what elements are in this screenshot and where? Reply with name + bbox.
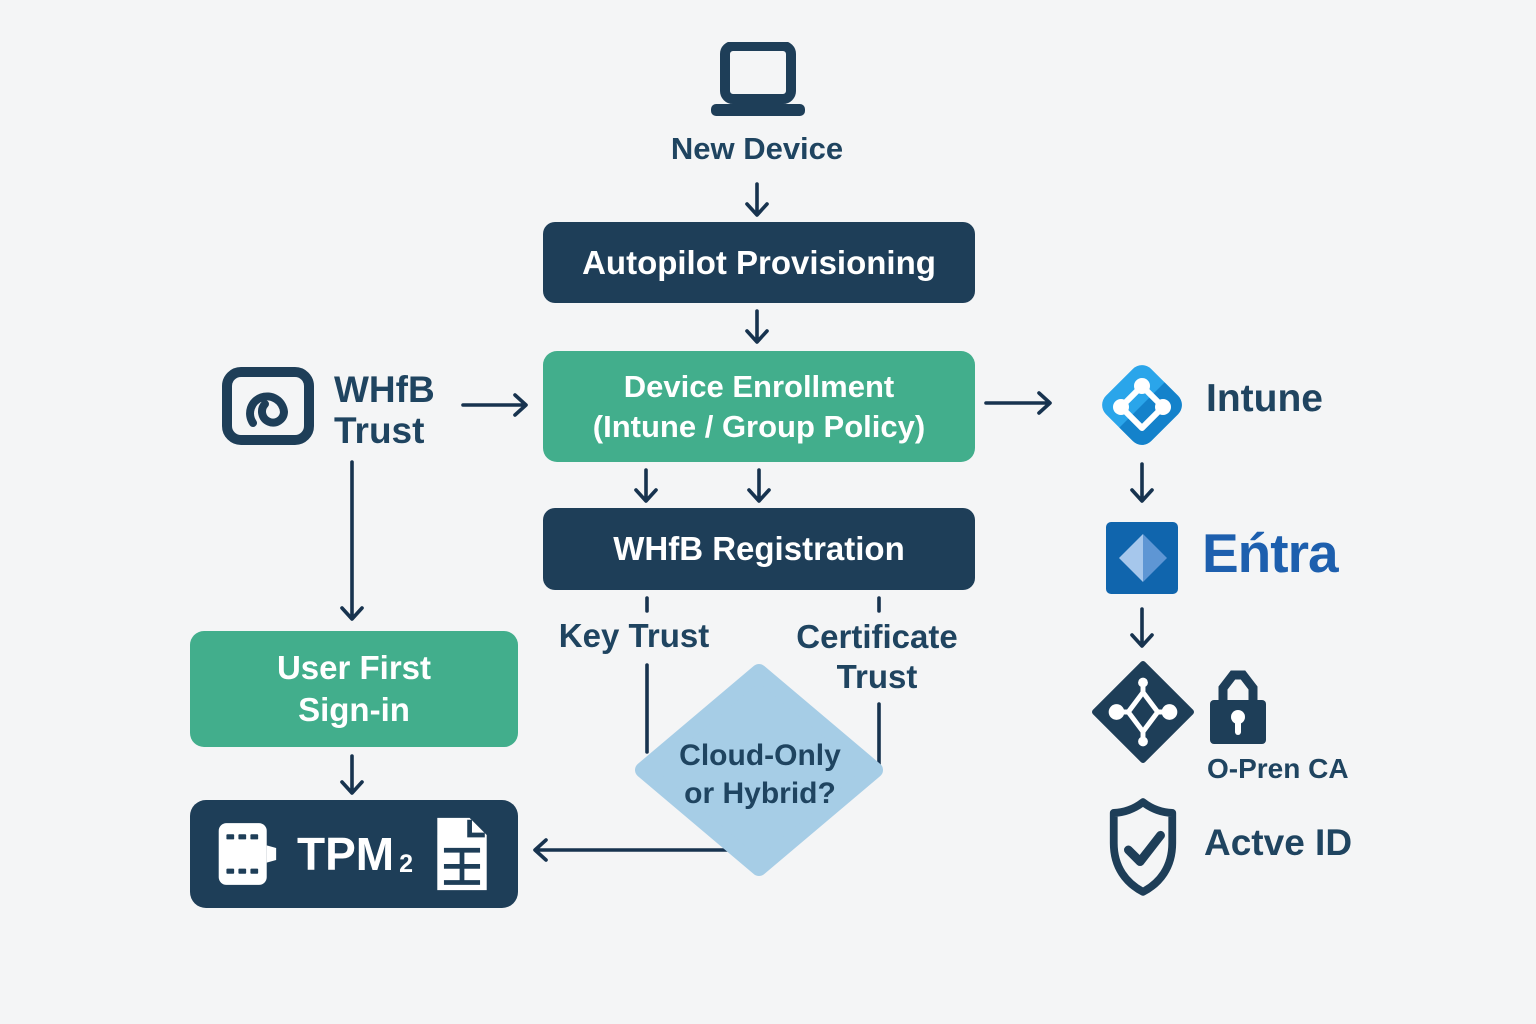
autopilot-provisioning-text: Autopilot Provisioning [582,243,936,281]
whfb-registration-box: WHfB Registration [543,508,975,590]
tpm-label-subscript: 2 [399,850,413,878]
device-enrollment-box: Device Enrollment (Intune / Group Policy… [543,351,975,462]
decision-line1: Cloud-Only [679,739,841,772]
whfb-registration-text: WHfB Registration [613,530,905,567]
active-directory-diamond-icon [1092,661,1194,763]
device-enrollment-text-line1: Device Enrollment [623,368,895,404]
whfb-trust-label: WHfB Trust [334,369,435,452]
tpm-label-main: TPM [296,828,395,880]
autopilot-provisioning-box: Autopilot Provisioning [543,222,975,303]
arrow-enrollment-registration-left [634,468,658,503]
entra-label: Eńtra [1202,522,1339,584]
intune-label: Intune [1206,377,1323,420]
certificate-trust-line2: Trust [836,658,918,696]
certificate-document-icon [437,817,487,891]
arrow-whfbtrust-userbox [340,460,364,621]
arrow-intune-entra [1130,462,1154,503]
new-device-label: New Device [670,131,844,166]
certificate-trust-label: Certificate Trust [796,617,957,698]
laptop-icon [711,42,805,116]
arrow-newdevice-autopilot [745,182,769,217]
user-first-sign-in-box: User First Sign-in [190,631,518,747]
o-pren-ca-label: O-Pren CA [1207,753,1349,784]
key-trust-label: Key Trust [558,617,710,654]
whfb-trust-label-line2: Trust [334,410,425,452]
arrow-whfbtrust-enrollment [461,393,528,417]
device-enrollment-text-line2: (Intune / Group Policy) [592,408,926,444]
user-first-sign-in-line2: Sign-in [298,691,410,728]
tpm-chip-icon [218,823,277,885]
entra-square-icon [1106,522,1178,594]
arrow-entra-directory [1130,607,1154,648]
arrow-userbox-tpm [340,754,364,795]
decision-line2: or Hybrid? [684,777,836,811]
certificate-trust-line1: Certificate [796,618,958,655]
user-first-sign-in-line1: User First [276,648,432,686]
actve-id-label: Actve ID [1204,822,1353,863]
decision-diamond-label: Cloud-Only or Hybrid? [679,737,841,814]
arrow-enrollment-intune [984,391,1052,415]
arrow-enrollment-registration-right [747,468,771,503]
tpm-label: TPM 2 [297,827,413,881]
arrow-autopilot-enrollment [745,309,769,344]
whfb-trust-label-line1: WHfB [334,369,435,410]
intune-diamond-icon [1102,365,1182,445]
tpm-box: TPM 2 [190,800,518,908]
decision-diamond [635,664,883,876]
lock-icon [1210,670,1266,744]
shield-check-icon [1109,798,1177,896]
fingerprint-badge-icon [222,367,314,445]
